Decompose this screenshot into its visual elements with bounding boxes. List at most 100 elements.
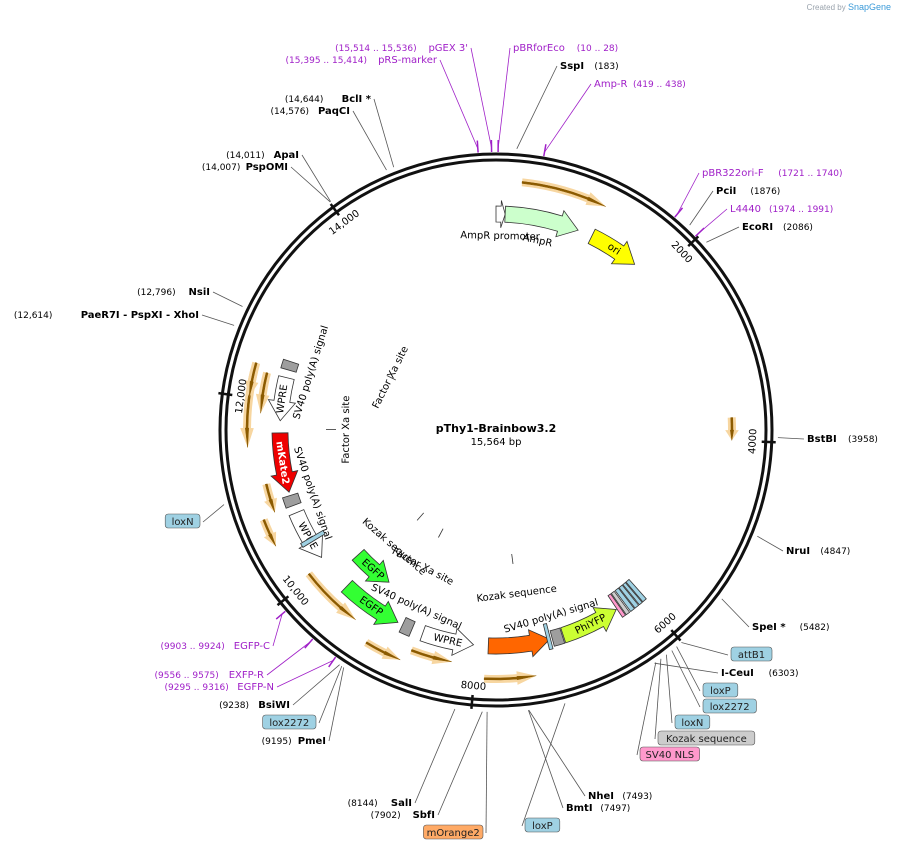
site-morange2[interactable]: mOrange2	[423, 824, 484, 840]
tick-label: 8000	[460, 680, 486, 693]
site-position: (183)	[594, 62, 618, 72]
feature-small-site	[542, 623, 554, 651]
site-name: BsiWI	[258, 700, 290, 711]
feature-egfp	[351, 548, 390, 583]
site-attb1[interactable]: attB1	[730, 646, 773, 662]
feature-small-site	[300, 529, 326, 548]
site-position: (14,644)	[285, 95, 324, 105]
site-nhei[interactable]: NheI (7493)	[588, 791, 652, 802]
site-sv40-nls[interactable]: SV40 NLS	[639, 746, 700, 762]
site-l4440[interactable]: L4440(1974 .. 1991)	[730, 204, 833, 215]
site-bstbi[interactable]: BstBI(3958)	[807, 434, 878, 445]
site-name: pGEX 3'	[428, 43, 468, 54]
inner-label-factor-xa-site: Factor Xa site	[390, 546, 455, 588]
site-bsiwi[interactable]: BsiWI (9238)	[219, 700, 290, 711]
feature-wpre	[419, 625, 475, 657]
leader-pgex-3	[470, 47, 492, 149]
site-position: (15,395 .. 15,414)	[286, 56, 367, 66]
leader-ecori	[706, 226, 740, 243]
site-position: (2086)	[783, 223, 813, 233]
site-sspi[interactable]: SspI(183)	[560, 61, 619, 72]
feature-label-sv40-poly-a-signal: SV40 poly(A) signal	[292, 324, 332, 421]
site-nrui[interactable]: NruI(4847)	[786, 546, 850, 557]
site-position: (1721 .. 1740)	[778, 169, 842, 179]
site-egfp-c[interactable]: EGFP-C(9903 .. 9924)	[161, 641, 270, 652]
site-pmei[interactable]: PmeI(9195)	[262, 736, 326, 747]
site-name: pBRforEco	[513, 43, 565, 54]
site-position: (15,514 .. 15,536)	[335, 44, 416, 54]
site-loxp[interactable]: loxP	[524, 817, 561, 833]
site-pill-loxp	[524, 817, 561, 833]
site-exfp-r[interactable]: EXFP-R(9556 .. 9575)	[155, 670, 265, 681]
site-bcli[interactable]: BclI * (14,644)	[285, 94, 372, 105]
site-i-ceui[interactable]: I-CeuI(6303)	[721, 668, 799, 679]
site-name: lox2272	[269, 718, 309, 729]
site-name: loxP	[710, 686, 731, 697]
site-sbfi[interactable]: SbfI(7902)	[371, 810, 435, 821]
site-nsii[interactable]: NsiI(12,796)	[137, 287, 210, 298]
leader-pmei	[328, 667, 345, 742]
site-position: (7493)	[622, 792, 652, 802]
leader-loxn	[666, 654, 673, 724]
leader-paqci	[352, 110, 387, 171]
tick-label: 12,000	[234, 378, 250, 414]
site-pgex-3[interactable]: pGEX 3' (15,514 .. 15,536)	[335, 43, 468, 54]
leader-loxp	[676, 646, 701, 692]
site-name: lox2272	[710, 702, 750, 713]
leader-bsiwi	[292, 664, 340, 706]
site-name: SV40 NLS	[646, 750, 695, 761]
orf-arrow	[248, 362, 258, 398]
site-position: (9295 .. 9316)	[165, 683, 229, 693]
site-amp-r[interactable]: Amp-R(419 .. 438)	[594, 79, 686, 90]
site-position: (14,007)	[202, 163, 241, 173]
site-lox2272[interactable]: lox2272	[262, 714, 317, 730]
site-pcii[interactable]: PciI(1876)	[716, 186, 780, 197]
site-position: (9195)	[262, 737, 292, 747]
site-position: (1974 .. 1991)	[769, 205, 833, 215]
site-ecori[interactable]: EcoRI(2086)	[742, 222, 813, 233]
site-name: pRS-marker	[378, 55, 438, 66]
inner-label-factor-xa-site: Factor Xa site	[341, 396, 352, 464]
site-prs-marker[interactable]: pRS-marker (15,395 .. 15,414)	[286, 55, 438, 66]
site-paqci[interactable]: PaqCI(14,576)	[270, 106, 350, 117]
site-sali[interactable]: SalI(8144)	[348, 798, 412, 809]
site-name: NruI	[786, 546, 810, 557]
orf-highlight	[410, 646, 452, 665]
site-name: SpeI *	[752, 622, 786, 633]
feature-phiyfp	[560, 607, 617, 644]
site-spei[interactable]: SpeI *(5482)	[752, 622, 830, 633]
leader-i-ceui	[654, 662, 719, 674]
site-position: (1876)	[750, 187, 780, 197]
leader-pbrforeco	[497, 47, 511, 149]
site-name: NheI	[588, 791, 614, 802]
site-loxn[interactable]: loxN	[164, 513, 201, 529]
inner-leader	[386, 375, 396, 381]
site-position: (14,011)	[226, 151, 265, 161]
inner-leader	[416, 512, 425, 521]
site-paer7i-pspxi-xhoi[interactable]: PaeR7I - PspXI - XhoI(12,614)	[14, 310, 199, 321]
site-bmti[interactable]: BmtI(7497)	[566, 803, 630, 814]
feature-small-site	[618, 584, 640, 609]
site-kozak-sequence[interactable]: Kozak sequence	[657, 730, 756, 746]
site-pspomi[interactable]: PspOMI (14,007)	[202, 162, 288, 173]
site-name: BclI *	[342, 94, 372, 105]
site-name: EXFP-R	[229, 670, 264, 681]
site-pill-kozak-sequence	[657, 730, 756, 746]
site-pbrforeco[interactable]: pBRforEco(10 .. 28)	[513, 43, 618, 54]
site-name: PspOMI	[246, 162, 288, 173]
site-pbr322ori-f[interactable]: pBR322ori-F(1721 .. 1740)	[702, 168, 842, 179]
site-loxp[interactable]: loxP	[702, 682, 739, 698]
site-apai[interactable]: ApaI(14,011)	[226, 150, 299, 161]
inner-leader	[511, 553, 514, 564]
site-egfp-n[interactable]: EGFP-N(9295 .. 9316)	[165, 682, 274, 693]
leader-amp-r	[544, 83, 592, 153]
site-loxn[interactable]: loxN	[674, 714, 711, 730]
backbone-inner-strand	[224, 158, 768, 702]
site-position: (9238)	[219, 701, 249, 711]
site-pill-lox2272	[262, 714, 317, 730]
leader-kozak-sequence	[654, 658, 662, 740]
site-lox2272[interactable]: lox2272	[702, 698, 757, 714]
site-name: BmtI	[566, 803, 593, 814]
site-pill-sv40-nls	[639, 746, 700, 762]
